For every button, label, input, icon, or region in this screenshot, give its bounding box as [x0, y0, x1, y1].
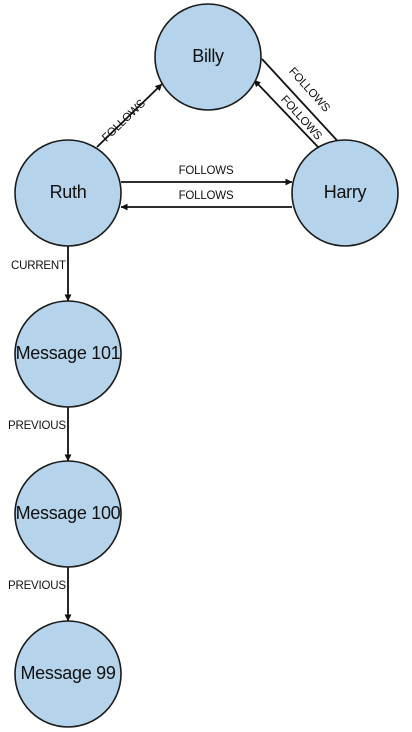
node-harry: Harry [291, 139, 399, 247]
edge-ruth-follows-billy [96, 83, 163, 148]
node-billy-label: Billy [192, 46, 224, 66]
node-ruth-label: Ruth [50, 182, 87, 202]
edges: FOLLOWS FOLLOWS FOLLOWS FOLLOWS FOLLOWS … [8, 58, 345, 622]
node-message-100-circle [14, 460, 122, 568]
node-message-100: Message 100 [14, 460, 122, 568]
edge-label-ruth-follows-billy: FOLLOWS [100, 97, 148, 144]
node-billy: Billy [154, 3, 262, 111]
edge-harry-follows-billy [253, 79, 319, 148]
nodes: Billy Ruth Harry Message 101 Message 100… [14, 3, 399, 728]
edge-label-harry-follows-ruth: FOLLOWS [179, 190, 234, 202]
node-ruth-circle [14, 139, 122, 247]
node-message-99-label: Message 99 [20, 663, 115, 683]
node-message-99: Message 99 [14, 620, 122, 728]
edge-billy-follows-harry [261, 58, 345, 149]
node-harry-circle [291, 139, 399, 247]
edge-label-message-100-previous-message-99: PREVIOUS [8, 580, 66, 592]
node-message-100-label: Message 100 [16, 503, 121, 523]
edge-label-ruth-follows-harry: FOLLOWS [179, 165, 234, 177]
node-message-101: Message 101 [14, 300, 122, 408]
node-message-99-circle [14, 620, 122, 728]
edge-label-ruth-current-message-101: CURRENT [11, 260, 66, 272]
node-message-101-label: Message 101 [16, 343, 121, 363]
node-ruth: Ruth [14, 139, 122, 247]
node-billy-circle [154, 3, 262, 111]
node-message-101-circle [14, 300, 122, 408]
node-harry-label: Harry [324, 182, 367, 202]
edge-label-message-101-previous-message-100: PREVIOUS [8, 420, 66, 432]
